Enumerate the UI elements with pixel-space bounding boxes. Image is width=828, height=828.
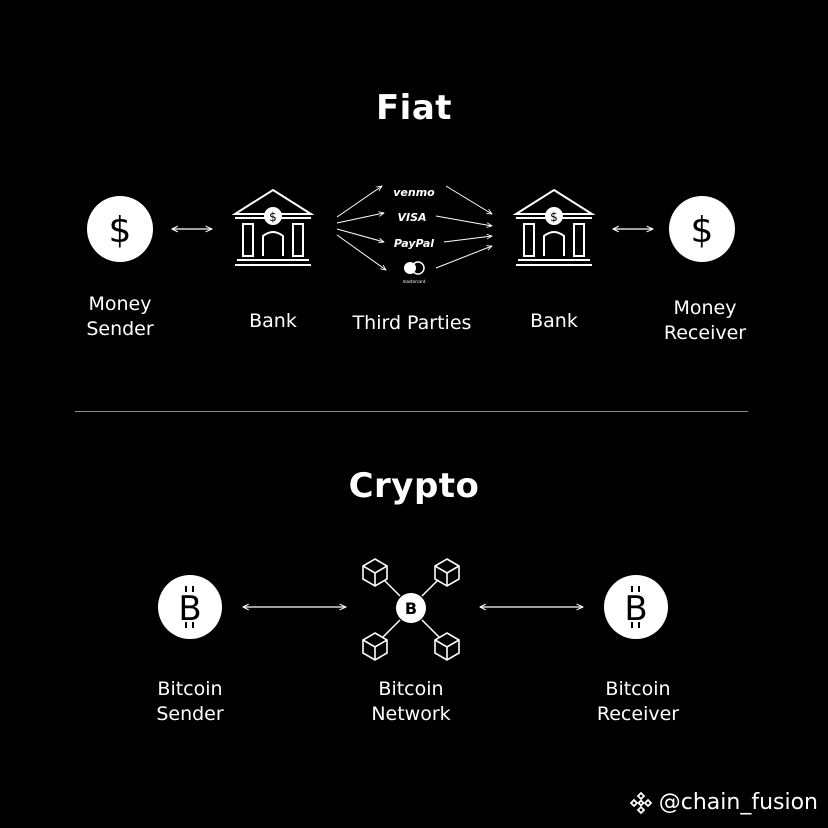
watermark: @chain_fusion: [629, 790, 818, 815]
bank-left-label: Bank: [249, 310, 297, 332]
cube-icon: [434, 632, 460, 661]
money-receiver-label: Money Receiver: [663, 297, 747, 344]
bitcoin-network-icon: B: [362, 558, 460, 661]
money-sender-dollar-icon: $: [87, 196, 153, 262]
crypto-title: Crypto: [348, 466, 480, 506]
svg-text:B: B: [405, 599, 417, 618]
cube-icon: [434, 558, 460, 587]
arrow-visa-bank: [435, 215, 492, 226]
bank-right-label: Bank: [530, 310, 578, 332]
arrow-bank-mastercard: [336, 234, 386, 270]
cube-icon: [362, 558, 388, 587]
svg-text:mastercard: mastercard: [403, 279, 426, 284]
arrow-bank-paypal: [336, 228, 384, 242]
arrow-mastercard-bank: [435, 246, 492, 269]
visa-logo: VISA: [397, 211, 426, 224]
binance-icon: [629, 791, 653, 814]
section-divider: [75, 411, 748, 412]
bitcoin-sender-label: Bitcoin Sender: [156, 678, 224, 725]
bank-left-icon: $: [231, 188, 315, 266]
svg-text:$: $: [691, 210, 714, 251]
arrow-venmo-bank: [445, 185, 492, 214]
fiat-title: Fiat: [375, 88, 453, 128]
third-parties-label: Third Parties: [352, 312, 472, 334]
svg-text:B: B: [624, 589, 647, 629]
mastercard-logo: mastercard: [403, 261, 426, 284]
cube-icon: [362, 632, 388, 661]
bank-right-icon: $: [512, 188, 596, 266]
bitcoin-sender-coin-icon: B: [158, 575, 222, 639]
bitcoin-receiver-coin-icon: B: [604, 575, 668, 639]
arrow-bank-venmo: [336, 186, 382, 218]
svg-text:B: B: [178, 589, 201, 629]
bitcoin-receiver-label: Bitcoin Receiver: [596, 678, 680, 725]
dollar-symbol: $: [109, 210, 132, 251]
watermark-text: @chain_fusion: [658, 790, 818, 815]
arrow-bank-visa: [336, 213, 384, 224]
money-receiver-dollar-icon: $: [669, 196, 735, 262]
venmo-logo: venmo: [393, 186, 435, 199]
bitcoin-network-label: Bitcoin Network: [371, 678, 451, 725]
svg-text:$: $: [550, 210, 558, 224]
paypal-logo: PayPal: [394, 237, 434, 250]
svg-text:$: $: [269, 210, 277, 224]
money-sender-label: Money Sender: [86, 293, 154, 340]
arrow-paypal-bank: [443, 236, 492, 243]
